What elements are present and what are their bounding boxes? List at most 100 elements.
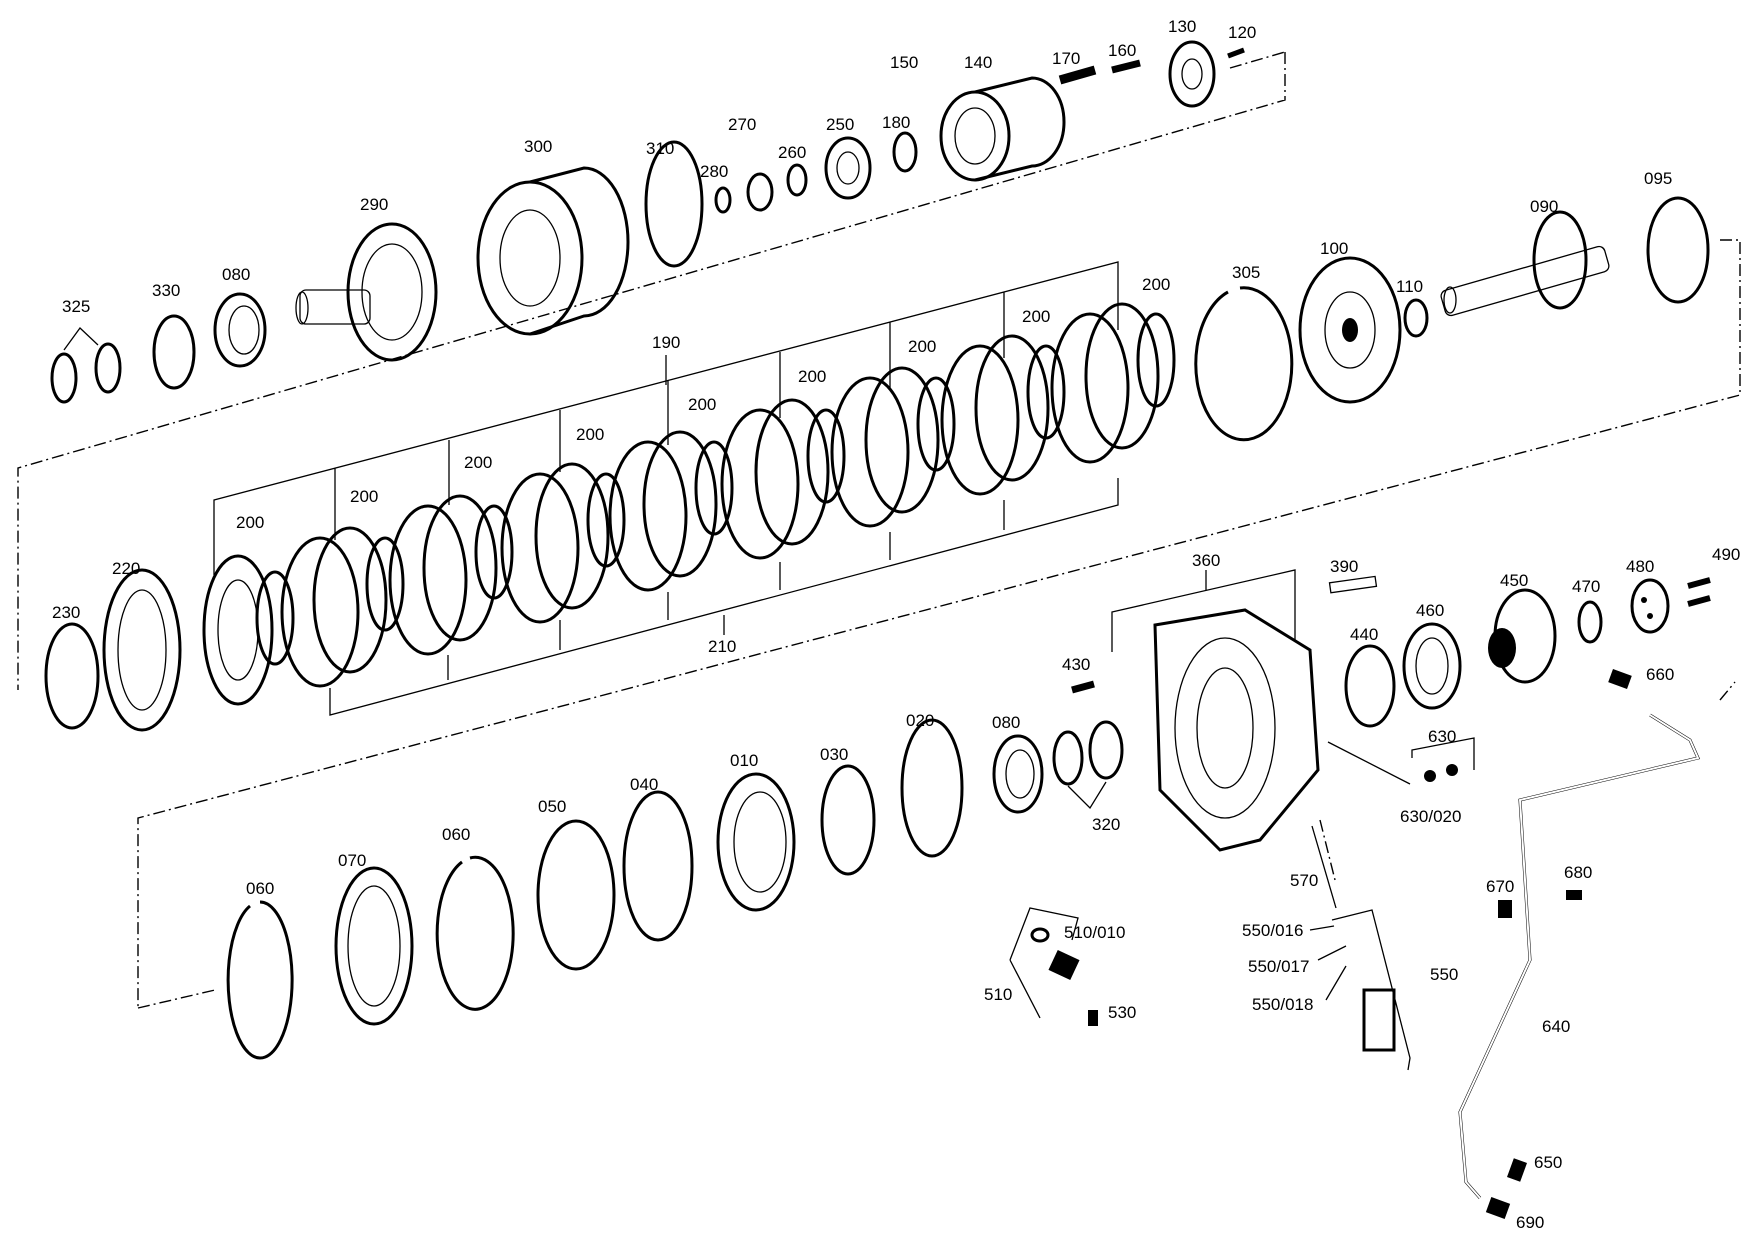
label-020: 020 — [906, 711, 934, 730]
label-325: 325 — [62, 297, 90, 316]
label-550: 550 — [1430, 965, 1458, 984]
label-450: 450 — [1500, 571, 1528, 590]
part-060-snapring-b — [435, 855, 515, 1011]
part-110-ring — [1403, 298, 1429, 338]
label-140: 140 — [964, 53, 992, 72]
label-200-b: 200 — [1022, 307, 1050, 326]
part-640-pipe-inner — [1458, 714, 1700, 1199]
label-550-016: 550/016 — [1242, 921, 1303, 940]
part-180-ring — [892, 131, 918, 173]
label-260: 260 — [778, 143, 806, 162]
label-310: 310 — [646, 139, 674, 158]
part-530-screw — [1088, 1010, 1098, 1026]
label-280: 280 — [700, 162, 728, 181]
label-670: 670 — [1486, 877, 1514, 896]
group-frame-lower — [1719, 681, 1736, 701]
part-650-fitting — [1507, 1158, 1527, 1182]
label-200-g: 200 — [464, 453, 492, 472]
label-095: 095 — [1644, 169, 1672, 188]
part-510-010-oring — [1030, 927, 1050, 943]
label-050: 050 — [538, 797, 566, 816]
leader-630 — [1327, 741, 1411, 785]
label-690: 690 — [1516, 1213, 1544, 1232]
part-300-drum — [476, 166, 630, 336]
label-305: 305 — [1232, 263, 1260, 282]
label-210: 210 — [708, 637, 736, 656]
label-200-c: 200 — [908, 337, 936, 356]
part-140-hub — [939, 76, 1066, 182]
part-260-ring — [786, 163, 808, 197]
part-095-ring — [1646, 196, 1710, 304]
label-360: 360 — [1192, 551, 1220, 570]
part-305-snapring — [1194, 286, 1294, 442]
part-330-ring — [152, 314, 196, 390]
label-200-f: 200 — [576, 425, 604, 444]
leader-320 — [1067, 781, 1107, 810]
part-320-ring-b — [1088, 720, 1124, 780]
label-510: 510 — [984, 985, 1012, 1004]
part-020-ring — [900, 718, 964, 858]
label-550-017: 550/017 — [1248, 957, 1309, 976]
label-660: 660 — [1646, 665, 1674, 684]
label-430: 430 — [1062, 655, 1090, 674]
part-460-bearing — [1402, 622, 1462, 710]
label-440: 440 — [1350, 625, 1378, 644]
part-120-pin — [1227, 47, 1245, 59]
part-470-ring — [1577, 600, 1603, 644]
label-080-upper: 080 — [222, 265, 250, 284]
part-080-bearing — [213, 292, 267, 368]
part-310-ring — [644, 140, 704, 268]
label-330: 330 — [152, 281, 180, 300]
part-100-hub — [1298, 256, 1402, 404]
part-160-pin — [1111, 59, 1141, 74]
bracket-630 — [1411, 737, 1475, 770]
part-660-fitting — [1608, 669, 1632, 689]
part-250-seal — [824, 136, 872, 200]
part-630-020-plug — [1446, 764, 1458, 776]
label-480: 480 — [1626, 557, 1654, 576]
label-040: 040 — [630, 775, 658, 794]
label-190: 190 — [652, 333, 680, 352]
group-frame-middle — [137, 239, 1741, 1008]
bracket-510 — [1009, 907, 1079, 1019]
label-160: 160 — [1108, 41, 1136, 60]
part-690-fitting — [1485, 1197, 1511, 1219]
label-490: 490 — [1712, 545, 1740, 564]
label-680: 680 — [1564, 863, 1592, 882]
label-060-b: 060 — [442, 825, 470, 844]
part-280-ring — [714, 186, 732, 214]
label-650: 650 — [1534, 1153, 1562, 1172]
label-200-e: 200 — [688, 395, 716, 414]
part-170-pin — [1058, 65, 1097, 85]
part-050-ring — [536, 819, 616, 971]
part-390-bolt — [1328, 575, 1378, 594]
bracket-210 — [329, 478, 1119, 716]
leader-550016 — [1309, 925, 1335, 931]
part-640-pipe — [1458, 713, 1701, 1199]
label-320: 320 — [1092, 815, 1120, 834]
part-670-plug — [1498, 900, 1512, 918]
label-070: 070 — [338, 851, 366, 870]
part-510-valve — [1048, 949, 1080, 981]
part-070-plate — [334, 866, 414, 1026]
part-230-ring — [44, 622, 100, 730]
label-110: 110 — [1396, 277, 1423, 296]
bracket-360 — [1111, 569, 1296, 652]
label-200-a: 200 — [1142, 275, 1170, 294]
label-270: 270 — [728, 115, 756, 134]
part-630-plug — [1424, 770, 1436, 782]
group-frame-top — [17, 52, 1286, 690]
part-220-plate — [102, 568, 182, 732]
part-320-ring-a — [1052, 730, 1084, 786]
clutch-pack — [202, 302, 1176, 706]
label-470: 470 — [1572, 577, 1600, 596]
label-060-a: 060 — [246, 879, 274, 898]
label-250: 250 — [826, 115, 854, 134]
part-080-bearing-lower — [992, 734, 1044, 814]
leader-550017 — [1317, 945, 1347, 961]
label-030: 030 — [820, 745, 848, 764]
group-frame-right-vertical — [1319, 819, 1336, 881]
label-530: 530 — [1108, 1003, 1136, 1022]
group-frame-bottom-left — [137, 989, 216, 1009]
label-130: 130 — [1168, 17, 1196, 36]
